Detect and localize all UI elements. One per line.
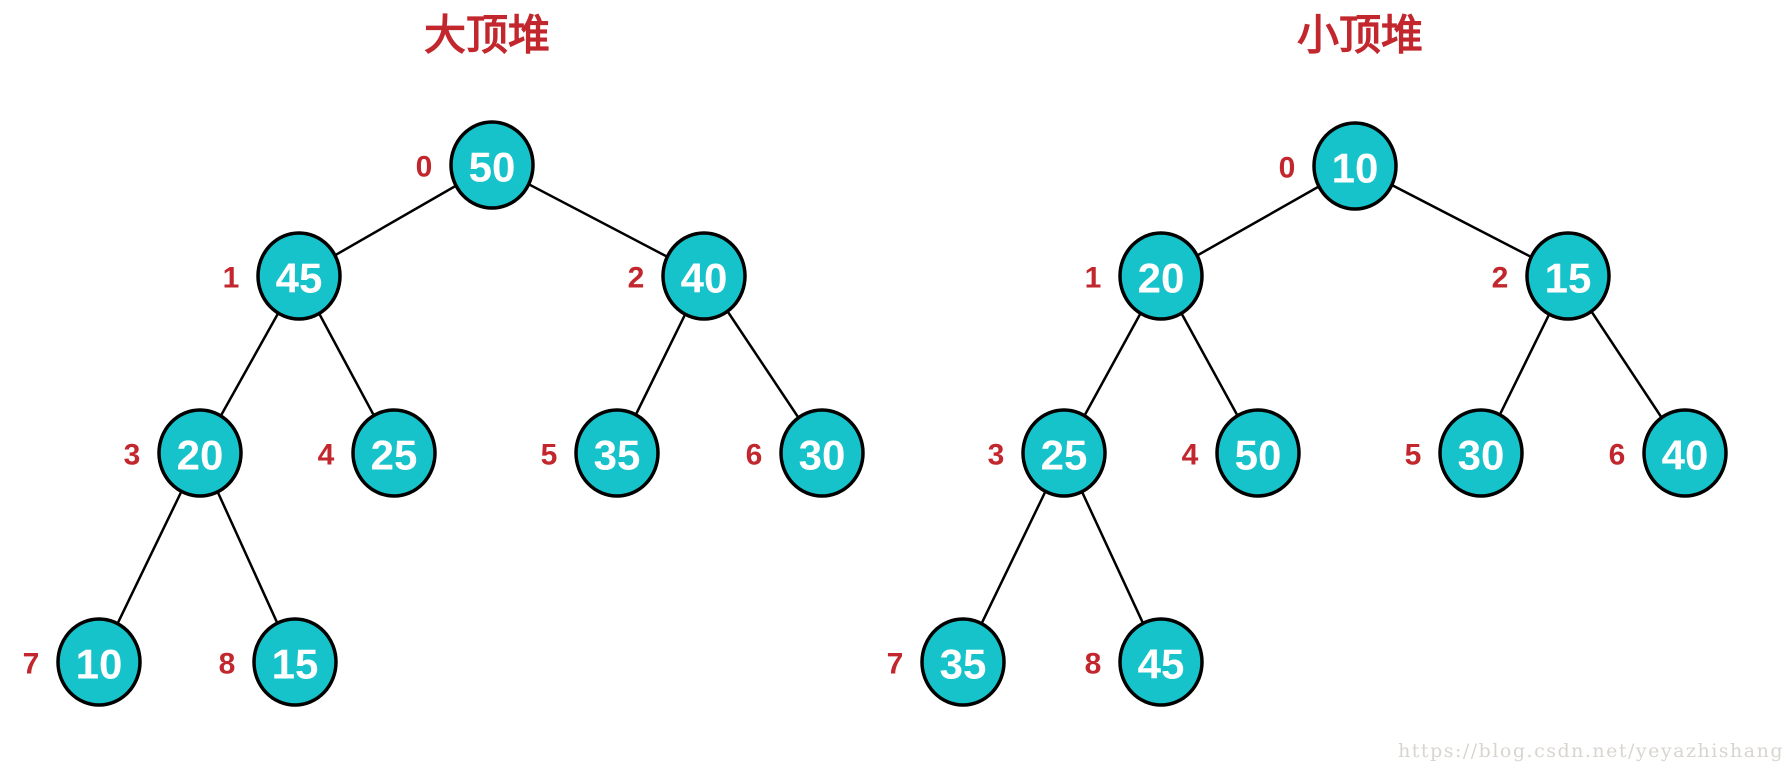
node-circle — [574, 408, 660, 498]
heap-node-max-heap-1: 45 1 — [223, 231, 342, 321]
node-index-label: 4 — [1182, 439, 1199, 472]
heap-node-min-heap-1: 20 1 — [1085, 231, 1204, 321]
node-circle — [157, 408, 243, 498]
node-value: 15 — [1545, 255, 1592, 302]
node-value: 15 — [272, 641, 319, 688]
node-circle — [1525, 231, 1611, 321]
node-index-label: 3 — [988, 439, 1005, 472]
node-circle — [1118, 617, 1204, 707]
node-circle — [1438, 408, 1524, 498]
node-circle — [920, 617, 1006, 707]
node-value: 30 — [799, 432, 846, 479]
node-circle — [449, 120, 535, 210]
tree-title-min-heap: 小顶堆 — [1297, 12, 1423, 59]
node-value: 35 — [940, 641, 987, 688]
node-circle — [1215, 408, 1301, 498]
heap-node-max-heap-0: 50 0 — [416, 120, 535, 210]
node-index-label: 0 — [416, 151, 433, 184]
node-index-label: 8 — [1085, 648, 1102, 681]
tree-max-heap: 大顶堆 50 0 45 1 40 2 20 3 25 4 35 5 30 6 10 7 15 8 — [23, 12, 865, 707]
node-value: 20 — [177, 432, 224, 479]
node-value: 30 — [1458, 432, 1505, 479]
node-index-label: 0 — [1279, 152, 1296, 185]
heap-node-max-heap-6: 30 6 — [746, 408, 865, 498]
node-circle — [779, 408, 865, 498]
heap-node-min-heap-8: 45 8 — [1085, 617, 1204, 707]
node-index-label: 3 — [124, 439, 141, 472]
node-index-label: 1 — [1085, 262, 1102, 295]
heap-node-min-heap-5: 30 5 — [1405, 408, 1524, 498]
heap-node-min-heap-3: 25 3 — [988, 408, 1107, 498]
node-circle — [56, 617, 142, 707]
node-index-label: 2 — [1492, 262, 1509, 295]
heap-node-max-heap-2: 40 2 — [628, 231, 747, 321]
heap-node-max-heap-7: 10 7 — [23, 617, 142, 707]
node-circle — [661, 231, 747, 321]
node-value: 45 — [276, 255, 323, 302]
node-value: 20 — [1138, 255, 1185, 302]
node-index-label: 7 — [887, 648, 904, 681]
heap-node-min-heap-4: 50 4 — [1182, 408, 1301, 498]
node-value: 45 — [1138, 641, 1185, 688]
heap-node-min-heap-0: 10 0 — [1279, 121, 1398, 211]
node-circle — [1118, 231, 1204, 321]
node-circle — [351, 408, 437, 498]
node-index-label: 7 — [23, 648, 40, 681]
node-value: 50 — [469, 144, 516, 191]
heap-node-max-heap-3: 20 3 — [124, 408, 243, 498]
node-index-label: 2 — [628, 262, 645, 295]
node-index-label: 8 — [219, 648, 236, 681]
node-value: 25 — [1041, 432, 1088, 479]
node-value: 35 — [594, 432, 641, 479]
node-circle — [1642, 408, 1728, 498]
tree-min-heap: 小顶堆 10 0 20 1 15 2 25 3 50 4 30 5 40 6 35 7 45 8 — [887, 12, 1728, 707]
node-value: 40 — [681, 255, 728, 302]
heap-node-min-heap-7: 35 7 — [887, 617, 1006, 707]
heap-node-min-heap-6: 40 6 — [1609, 408, 1728, 498]
node-index-label: 6 — [1609, 439, 1626, 472]
heap-node-max-heap-8: 15 8 — [219, 617, 338, 707]
heap-node-max-heap-5: 35 5 — [541, 408, 660, 498]
watermark-url: https://blog.csdn.net/yeyazhishang — [1398, 740, 1784, 762]
node-index-label: 5 — [541, 439, 558, 472]
node-index-label: 6 — [746, 439, 763, 472]
node-index-label: 1 — [223, 262, 240, 295]
node-index-label: 5 — [1405, 439, 1422, 472]
heap-node-min-heap-2: 15 2 — [1492, 231, 1611, 321]
node-value: 40 — [1662, 432, 1709, 479]
tree-title-max-heap: 大顶堆 — [424, 12, 550, 59]
node-value: 10 — [1332, 145, 1379, 192]
node-value: 50 — [1235, 432, 1282, 479]
heap-node-max-heap-4: 25 4 — [318, 408, 437, 498]
node-index-label: 4 — [318, 439, 335, 472]
node-circle — [256, 231, 342, 321]
node-circle — [1021, 408, 1107, 498]
node-circle — [1312, 121, 1398, 211]
node-circle — [252, 617, 338, 707]
node-value: 10 — [76, 641, 123, 688]
node-value: 25 — [371, 432, 418, 479]
